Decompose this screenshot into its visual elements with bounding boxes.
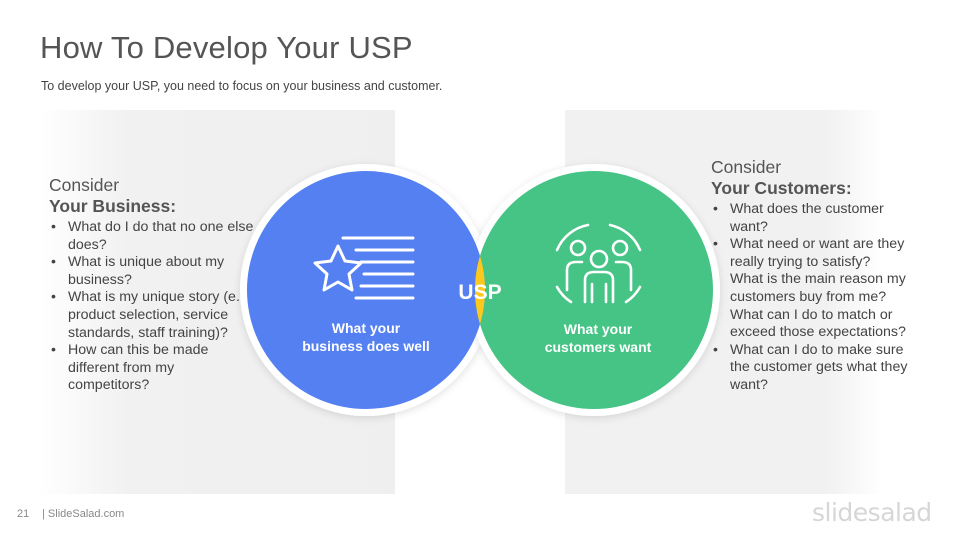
- customer-group-icon: [555, 223, 642, 304]
- list-item: What do I do that no one else does?: [49, 219, 259, 254]
- customer-question-list: What does the customer want? What need o…: [711, 201, 921, 395]
- footer-brand: | SlideSalad.com: [42, 508, 125, 520]
- star-list-icon: [313, 236, 415, 300]
- page-number: 21: [17, 508, 30, 520]
- list-item: How can this be made different from my c…: [49, 342, 259, 395]
- list-item: What does the customer want?: [711, 201, 921, 236]
- slide-title: How To Develop Your USP: [40, 30, 413, 65]
- list-item: What is the main reason my customers buy…: [711, 271, 921, 306]
- business-question-list: What do I do that no one else does? What…: [49, 219, 259, 395]
- business-label-line2: business does well: [302, 337, 430, 354]
- list-item: What can I do to match or exceed those e…: [711, 307, 921, 342]
- business-circle: [247, 171, 485, 409]
- list-item: What is my unique story (e.g., product s…: [49, 289, 259, 342]
- left-heading: Your Business:: [49, 196, 177, 216]
- customer-label-line1: What your: [563, 321, 633, 337]
- list-item: What need or want are they really trying…: [711, 236, 921, 271]
- right-heading: Your Customers:: [711, 178, 852, 198]
- left-consider-label: Consider: [49, 175, 120, 195]
- customer-questions: Consider Your Customers: What does the c…: [711, 157, 921, 395]
- customer-circle: [475, 171, 713, 409]
- business-questions: Consider Your Business: What do I do tha…: [49, 175, 259, 395]
- business-circle-label: What your business does well: [291, 320, 441, 355]
- right-consider-label: Consider: [711, 157, 782, 177]
- slidesalad-logo: slidesalad: [812, 498, 932, 527]
- customer-circle-label: What your customers want: [523, 321, 673, 356]
- list-item: What can I do to make sure the customer …: [711, 342, 921, 395]
- business-label-line1: What your: [331, 320, 401, 336]
- usp-label: USP: [458, 281, 502, 304]
- customer-label-line2: customers want: [544, 338, 652, 355]
- list-item: What is unique about my business?: [49, 254, 259, 289]
- slide-subtitle: To develop your USP, you need to focus o…: [41, 79, 443, 93]
